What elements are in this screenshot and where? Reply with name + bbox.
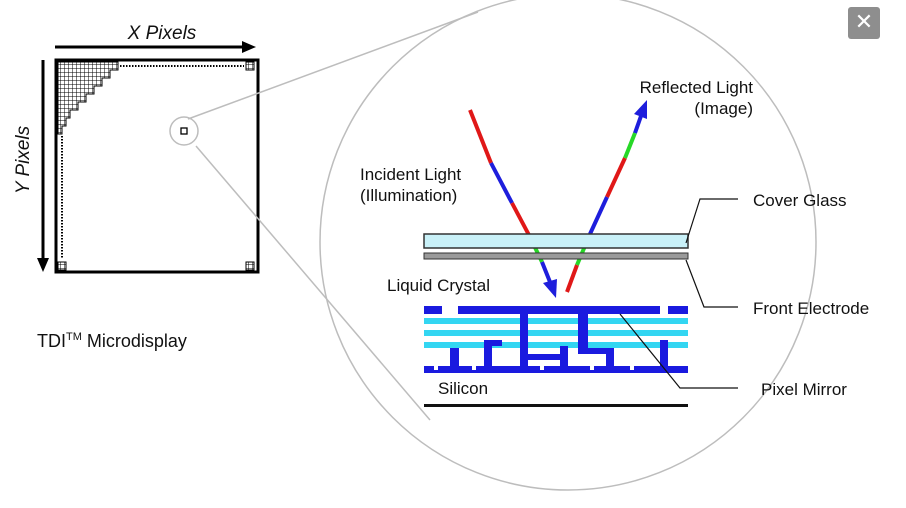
- close-button[interactable]: ✕: [848, 7, 880, 39]
- front-electrode-label: Front Electrode: [753, 299, 869, 318]
- cover-glass-layer: [423, 233, 689, 249]
- y-axis-label: Y Pixels: [13, 125, 34, 194]
- pixel-mirror-stack: [424, 306, 688, 373]
- cover-glass-leader: [685, 198, 738, 244]
- pixel-mirror-leader: [619, 313, 738, 389]
- silicon-substrate: [424, 404, 688, 407]
- reflected-light-label: Reflected Light(Image): [640, 78, 754, 118]
- front-electrode-leader: [685, 259, 738, 308]
- zoom-line-bottom: [195, 145, 431, 421]
- x-axis-arrow: [55, 41, 256, 53]
- pixel-array: [54, 58, 260, 274]
- incident-light-ray: [468, 109, 557, 298]
- reflected-light-ray: [565, 100, 647, 293]
- zoom-line-top: [187, 11, 479, 120]
- incident-light-label: Incident Light(Illumination): [360, 165, 461, 205]
- front-electrode-layer: [423, 252, 689, 260]
- pixel-highlight-circle: [169, 116, 199, 146]
- pixel-mirror-label: Pixel Mirror: [761, 380, 847, 399]
- close-icon: ✕: [854, 10, 874, 35]
- single-pixel: [180, 127, 188, 135]
- x-axis-label: X Pixels: [127, 23, 197, 44]
- silicon-label: Silicon: [438, 379, 488, 398]
- y-axis-arrow: [37, 60, 49, 272]
- zoom-circle: [319, 0, 817, 491]
- display-caption: TDITM Microdisplay: [37, 331, 187, 351]
- cover-glass-label: Cover Glass: [753, 191, 847, 210]
- liquid-crystal-label: Liquid Crystal: [387, 276, 490, 295]
